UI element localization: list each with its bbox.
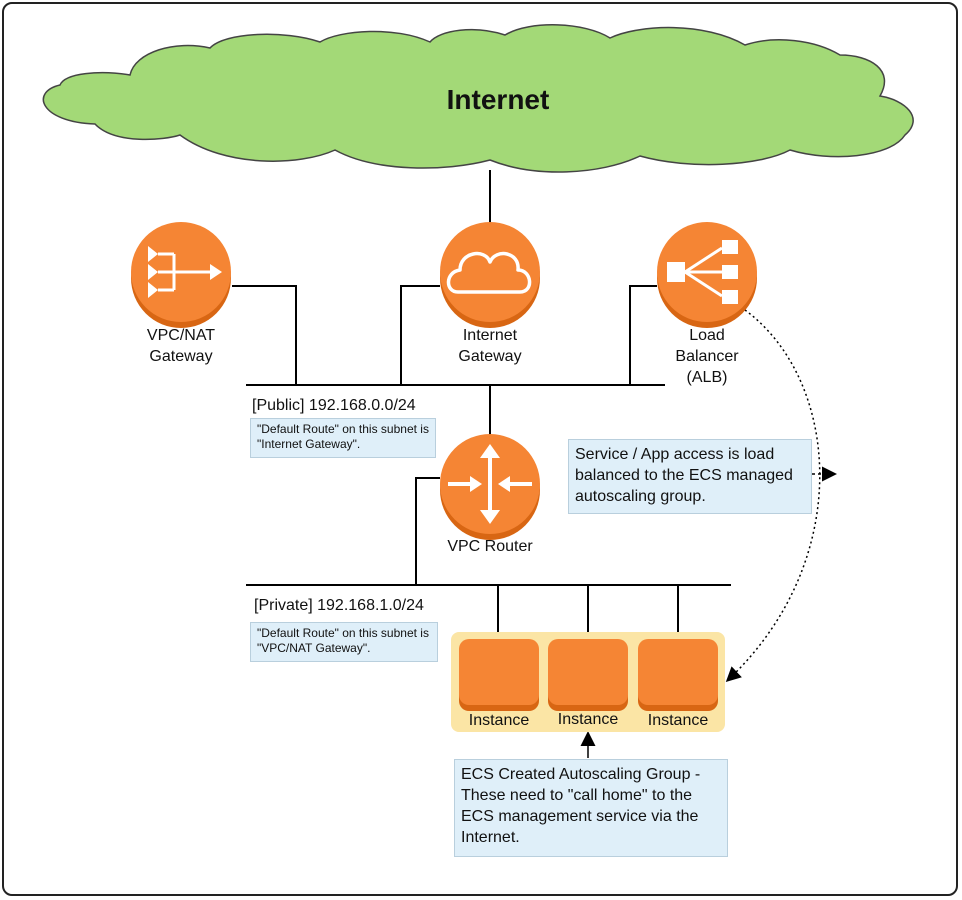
instance-2 (548, 639, 628, 711)
nat-gateway-label: VPC/NAT Gateway (146, 327, 216, 365)
public-subnet-label: [Public] 192.168.0.0/24 (252, 397, 416, 414)
private-subnet-note: "Default Route" on this subnet is "VPC/N… (250, 622, 438, 662)
vpc-router-label: VPC Router (447, 538, 533, 555)
load-balancer-icon (657, 222, 757, 328)
alb-to-asg-connector (725, 309, 821, 683)
ecs-group-note: ECS Created Autoscaling Group - These ne… (454, 759, 728, 857)
instance-3 (638, 639, 718, 711)
instance-2-label: Instance (557, 711, 619, 728)
instance-1 (459, 639, 539, 711)
router-icon (440, 434, 540, 540)
connection-lines (232, 170, 731, 638)
service-access-note: Service / App access is load balanced to… (568, 439, 812, 514)
instance-1-label: Instance (468, 712, 530, 729)
internet-title: Internet (446, 84, 550, 115)
cloud-icon (440, 222, 540, 328)
internet-gateway-label: Internet Gateway (458, 327, 522, 365)
private-subnet-label: [Private] 192.168.1.0/24 (254, 597, 424, 614)
load-balancer-label: Load Balancer (ALB) (675, 327, 739, 386)
nat-gateway-icon (131, 222, 231, 328)
public-subnet-note: "Default Route" on this subnet is "Inter… (250, 418, 436, 458)
internet-cloud (42, 24, 914, 173)
instance-3-label: Instance (647, 712, 709, 729)
